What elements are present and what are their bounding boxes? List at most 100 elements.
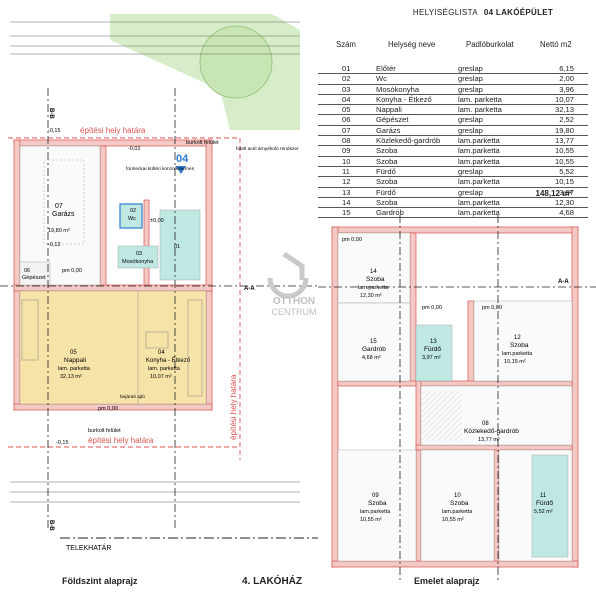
schedule-cell-num: 10 bbox=[342, 156, 351, 166]
room-15 bbox=[337, 302, 411, 382]
schedule-building: 04 LAKÓÉPÜLET bbox=[483, 8, 554, 17]
r08-area: 13,77 m² bbox=[478, 437, 500, 443]
schedule-cell-floor: greslap bbox=[458, 84, 483, 94]
schedule-cell-num: 15 bbox=[342, 208, 351, 218]
kitchen-num: 04 bbox=[158, 350, 165, 356]
r11-area: 5,52 m² bbox=[534, 509, 553, 515]
dim-e: -0,02 bbox=[128, 146, 141, 152]
bath-tile-area bbox=[531, 454, 569, 558]
schedule-cell-num: 13 bbox=[342, 187, 351, 197]
living-area: 32,13 m² bbox=[60, 374, 82, 380]
r12-area: 10,15 m² bbox=[504, 359, 526, 365]
laundry-label: Mosókonyha bbox=[122, 259, 154, 265]
plot-line-label: TELEKHATÁR bbox=[66, 543, 111, 552]
schedule-cell-name: Szoba bbox=[376, 197, 398, 207]
schedule-cell-num: 05 bbox=[342, 105, 351, 115]
schedule-cell-area: 10,55 bbox=[554, 146, 574, 156]
r13-num: 13 bbox=[430, 339, 437, 345]
schedule-cell-name: Fürdő bbox=[376, 187, 396, 197]
r11-num: 11 bbox=[540, 493, 547, 499]
schedule-cell-area: 10,55 bbox=[554, 156, 574, 166]
schedule-cell-area: 32,13 bbox=[554, 105, 574, 115]
r10-area: 10,55 m² bbox=[442, 517, 464, 523]
r12-num: 12 bbox=[514, 335, 521, 341]
sofa-icon bbox=[21, 299, 39, 361]
r15-num: 15 bbox=[370, 339, 377, 345]
house-caption: 4. LAKÓHÁZ bbox=[242, 576, 302, 587]
r13-label: Fürdő bbox=[424, 346, 441, 353]
schedule-cell-floor: lam. parketta bbox=[458, 105, 502, 115]
kitchen-label: Konyha - Étkező bbox=[146, 357, 191, 364]
laundry-room bbox=[117, 245, 159, 269]
kitchen-room bbox=[137, 290, 207, 405]
elev-b-bottom-label: B-B bbox=[48, 520, 54, 531]
room-09 bbox=[337, 449, 417, 562]
dim-b: -0,15 bbox=[56, 440, 69, 446]
elev-a-label: A-A bbox=[244, 286, 255, 292]
schedule-header: Szám Helység neve Padlóburkolat Nettó m2 bbox=[318, 40, 588, 51]
schedule-cell-name: Közlekedő-gardrób bbox=[376, 136, 441, 146]
schedule-cell-name: Nappali bbox=[376, 105, 402, 115]
mech-room bbox=[19, 261, 51, 286]
tree-icon bbox=[199, 25, 273, 99]
level-zero2-label: pm 0,00 bbox=[62, 268, 82, 274]
schedule-cell-floor: lam.parketta bbox=[458, 208, 500, 218]
watermark-brand: OTTHON bbox=[273, 296, 315, 307]
wc-room bbox=[119, 203, 143, 229]
header-name: Helység neve bbox=[388, 40, 436, 49]
dining-table-icon bbox=[145, 331, 169, 349]
entry-arrow-icon bbox=[176, 166, 186, 174]
schedule-cell-area: 19,80 bbox=[554, 125, 574, 135]
header-floor: Padlóburkolat bbox=[466, 40, 514, 49]
r14-floor: lam.parketta bbox=[358, 285, 389, 291]
level-zero-label: pm 0,00 bbox=[98, 406, 118, 412]
living-label: Nappali bbox=[64, 357, 86, 364]
schedule-cell-floor: greslap bbox=[458, 74, 483, 84]
schedule-cell-num: 08 bbox=[342, 136, 351, 146]
upper-caption: Emelet alaprajz bbox=[414, 576, 480, 586]
paving2-label: burkolt felület bbox=[88, 428, 121, 434]
upper-pm-label: pm 0,00 bbox=[342, 237, 362, 243]
schedule-cell-floor: lam.parketta bbox=[458, 156, 500, 166]
schedule-cell-floor: lam.parketta bbox=[458, 197, 500, 207]
schedule-cell-name: Szoba bbox=[376, 146, 398, 156]
schedule-cell-area: 4,68 bbox=[559, 208, 574, 218]
upper-floor-plan: 14 Szoba lam.parketta 12,30 m² 15 Gardró… bbox=[318, 215, 596, 580]
stair-hatch bbox=[422, 391, 462, 441]
upper-pm2-label: pm 0,00 bbox=[482, 305, 502, 311]
schedule-cell-num: 03 bbox=[342, 84, 351, 94]
upper-walls bbox=[331, 226, 579, 568]
elev-b-top-label: B-B bbox=[48, 108, 54, 119]
room-12 bbox=[473, 300, 573, 382]
bottom-dimensions bbox=[10, 481, 300, 503]
schedule-cell-name: Szoba bbox=[376, 156, 398, 166]
garage-area: 19,80 m² bbox=[48, 228, 70, 234]
schedule-cell-floor: greslap bbox=[458, 64, 483, 73]
schedule-cell-num: 04 bbox=[342, 94, 351, 104]
schedule-cell-name: Szoba bbox=[376, 177, 398, 187]
car-outline bbox=[43, 159, 85, 245]
r14-label: Szoba bbox=[366, 276, 385, 283]
schedule-cell-area: 10,07 bbox=[554, 94, 574, 104]
boundary-top-label: építési hely határa bbox=[80, 126, 146, 135]
wc-label: Wc bbox=[128, 216, 136, 222]
ground-floor-plan: építési hely határa építési hely határa … bbox=[0, 14, 318, 552]
r12-floor: lam.parketta bbox=[502, 351, 533, 357]
r14-num: 14 bbox=[370, 269, 377, 275]
schedule-cell-floor: lam.parketta bbox=[458, 136, 500, 146]
schedule-cell-num: 12 bbox=[342, 177, 351, 187]
r13-area: 3,97 m² bbox=[422, 355, 441, 361]
r12-label: Szoba bbox=[510, 342, 529, 349]
solar-note: fotelt acél árnyékoló rendszer bbox=[236, 146, 299, 152]
schedule-total: 148,12 m² bbox=[535, 189, 572, 198]
otthon-centrum-logo-icon: OTTHON CENTRUM bbox=[267, 251, 317, 316]
mech-label: Gépészet bbox=[22, 275, 46, 281]
r08-num: 08 bbox=[482, 421, 489, 427]
dim-c: -0,12 bbox=[48, 242, 61, 248]
mech-num: 06 bbox=[24, 268, 30, 274]
kitchen-counter-icon bbox=[187, 299, 203, 397]
room-14 bbox=[337, 232, 411, 304]
